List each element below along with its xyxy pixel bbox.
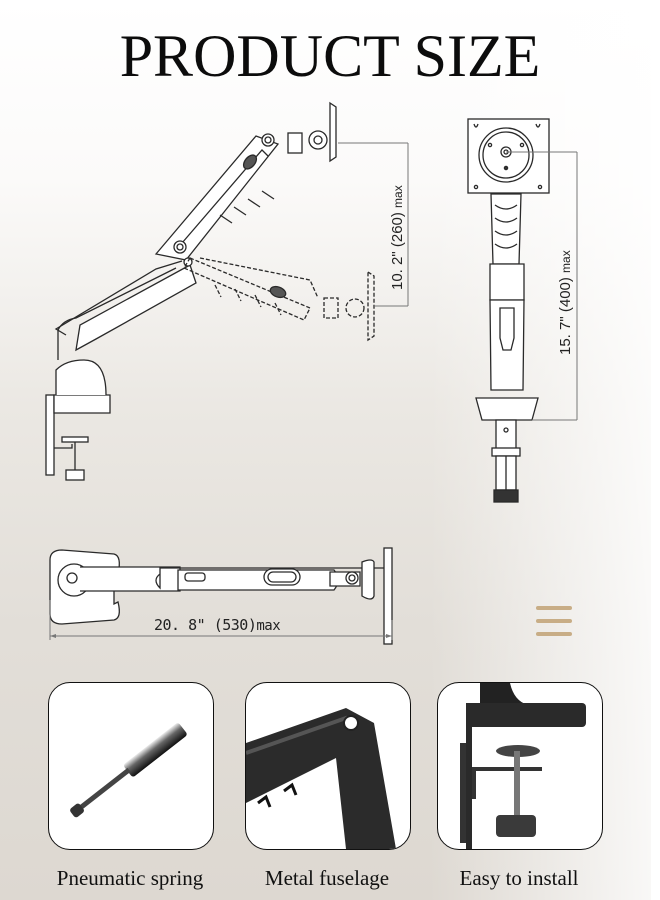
side-view-drawing xyxy=(45,101,409,481)
hamburger-menu-icon[interactable] xyxy=(536,606,572,638)
menu-bar xyxy=(536,632,572,636)
height-dimension: 15. 7" (400) max xyxy=(557,250,574,355)
feature-caption: Metal fuselage xyxy=(264,866,390,890)
dimension-value: 20. 8" (530) xyxy=(154,616,257,634)
extension-dimension: 20. 8" (530)max xyxy=(154,616,281,634)
right-edge-strip xyxy=(651,0,660,900)
lift-range-dimension: 10. 2" (260) max xyxy=(389,185,406,290)
menu-bar xyxy=(536,619,572,623)
top-view-drawing xyxy=(49,547,393,645)
feature-card-easy-install xyxy=(437,682,603,850)
technical-drawings xyxy=(45,101,578,645)
front-view-drawing xyxy=(467,118,578,503)
feature-card-metal-fuselage xyxy=(245,682,411,850)
dimension-suffix: max xyxy=(256,618,281,634)
arm-joint-photo xyxy=(246,708,396,849)
gas-spring-photo xyxy=(70,723,187,818)
feature-caption: Pneumatic spring xyxy=(56,866,204,890)
feature-caption: Easy to install xyxy=(459,866,579,890)
dimension-value: 10. 2" (260) xyxy=(389,212,406,290)
dimension-suffix: max xyxy=(391,185,405,208)
page-title: PRODUCT SIZE xyxy=(119,23,541,89)
feature-card-pneumatic-spring xyxy=(48,682,214,850)
dimension-value: 15. 7" (400) xyxy=(557,277,574,355)
dimension-suffix: max xyxy=(559,250,573,273)
desk-clamp-photo xyxy=(460,683,586,849)
menu-bar xyxy=(536,606,572,610)
